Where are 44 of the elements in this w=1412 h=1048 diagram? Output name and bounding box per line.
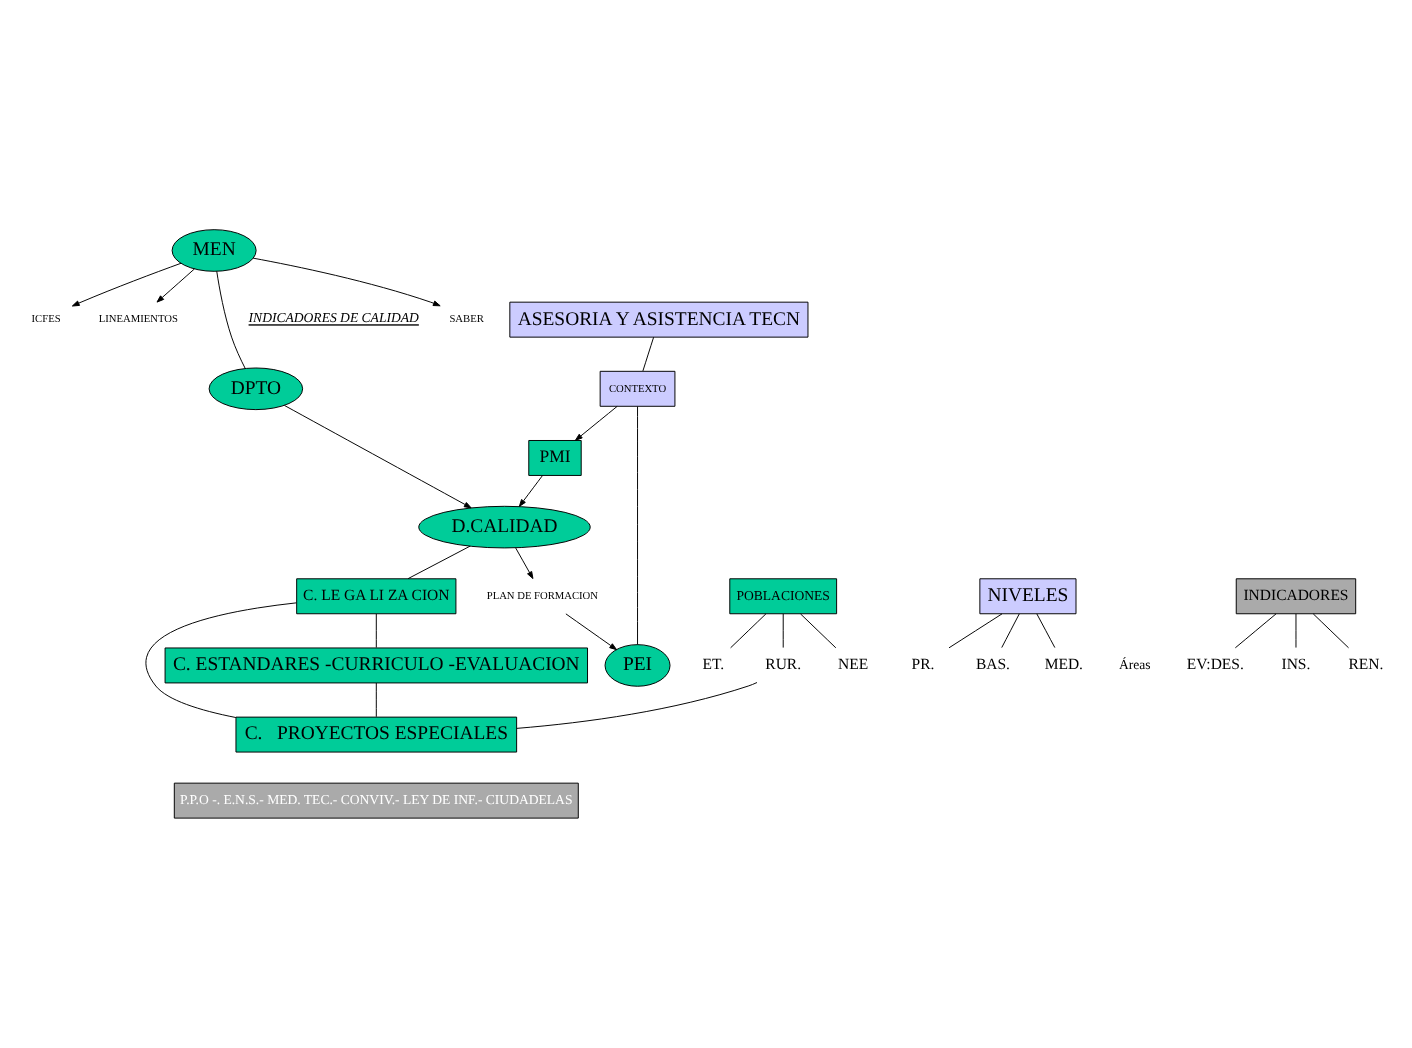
arrow: [71, 262, 182, 307]
node-box: C. PROYECTOS ESPECIALES: [235, 716, 518, 753]
connector: [216, 270, 246, 370]
connector: [1312, 613, 1350, 649]
arrow: [565, 613, 618, 651]
connector: [1234, 613, 1277, 649]
arrow: [515, 547, 534, 580]
node-box: PMI: [528, 440, 582, 476]
node-ellipse: D.CALIDAD: [418, 505, 591, 549]
connector: [637, 406, 638, 646]
node-ellipse: MEN: [171, 229, 257, 272]
node-text: INS.: [1281, 655, 1311, 674]
connector: [642, 336, 655, 372]
node-box: ASESORIA Y ASISTENCIA TECN: [509, 301, 809, 338]
arrow: [518, 475, 543, 507]
node-box: INDICADORES: [1235, 578, 1357, 615]
node-text: BAS.: [975, 655, 1010, 674]
node-text: ET.: [702, 655, 725, 674]
connector: [516, 682, 758, 729]
arrow: [283, 404, 472, 509]
node-ellipse: DPTO: [208, 367, 304, 411]
node-text: RUR.: [765, 655, 802, 674]
arrow: [252, 257, 441, 307]
arrow: [574, 405, 618, 441]
connector: [145, 602, 297, 719]
node-text: REN.: [1348, 655, 1384, 674]
connector: [375, 682, 377, 718]
node-text: EV:DES.: [1186, 655, 1244, 674]
connector: [730, 613, 767, 649]
node-box: C. LE GA LI ZA CION: [296, 578, 457, 615]
connector: [948, 613, 1003, 649]
connector: [1001, 613, 1020, 649]
node-text: MED.: [1044, 655, 1084, 674]
connector: [1036, 613, 1056, 649]
connector: [375, 613, 377, 649]
node-text: NEE: [838, 655, 869, 674]
node-box: NIVELES: [979, 578, 1077, 615]
connector: [800, 613, 837, 649]
connector: [407, 545, 471, 580]
node-text: PR.: [911, 655, 935, 674]
connector: [1295, 613, 1297, 649]
arrow: [156, 268, 196, 303]
node-box: C. ESTANDARES -CURRICULO -EVALUACION: [164, 647, 588, 684]
connector: [782, 613, 784, 649]
